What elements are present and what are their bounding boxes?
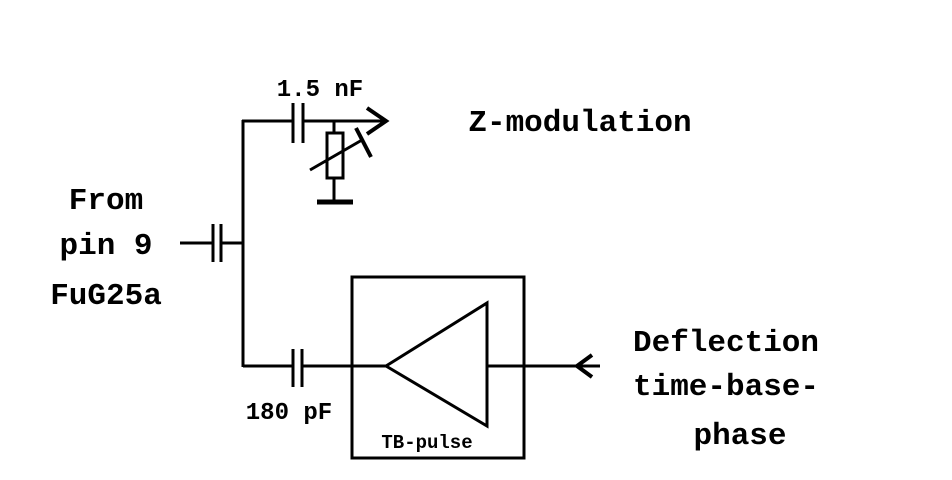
deflection-label-line3: phase: [693, 419, 786, 454]
amplifier-triangle-icon: [383, 300, 489, 429]
z-modulation-label: Z-modulation: [468, 106, 691, 141]
input-label-line2: pin 9: [59, 229, 152, 264]
deflection-label-line2: time-base-: [633, 370, 819, 405]
bottom-capacitor-value: 180 pF: [246, 400, 332, 427]
top-capacitor: [291, 103, 305, 143]
input-label-line1: From: [69, 184, 143, 219]
variable-resistor: [309, 121, 373, 201]
bottom-capacitor: [291, 349, 304, 387]
deflection-label-line1: Deflection: [633, 326, 819, 361]
z-modulation-arrow-icon: [365, 106, 390, 136]
top-capacitor-value: 1.5 nF: [277, 77, 363, 104]
input-capacitor: [211, 224, 223, 262]
input-label-line3: FuG25a: [50, 279, 162, 314]
deflection-arrow-icon: [573, 353, 594, 379]
tb-pulse-label: TB-pulse: [381, 432, 472, 454]
